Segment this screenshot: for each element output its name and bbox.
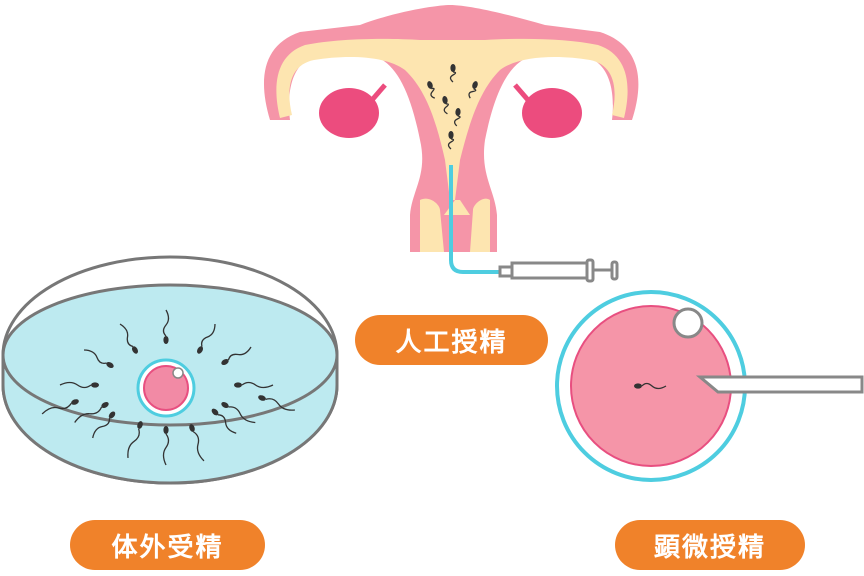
sperm-icon xyxy=(196,323,216,354)
sperm-icon xyxy=(221,346,252,366)
syringe-icon xyxy=(498,258,619,283)
sperm-icon xyxy=(119,323,139,354)
right-ovary xyxy=(522,88,582,138)
sperm-icon xyxy=(74,401,109,423)
left-ovary xyxy=(319,88,379,138)
sperm-icon xyxy=(634,382,667,390)
icsi-egg-illustration xyxy=(555,290,864,482)
sperm-icon xyxy=(211,408,237,434)
sperm-icon xyxy=(83,349,114,369)
sperm-icon xyxy=(447,131,455,150)
uterus-illustration xyxy=(263,5,639,283)
sperm-icon xyxy=(442,96,449,115)
catheter xyxy=(449,165,500,274)
petri-dish-illustration xyxy=(1,255,339,485)
sperm-icon xyxy=(189,424,205,462)
sperm-icon xyxy=(453,108,461,127)
sperm-icon xyxy=(468,81,478,99)
sperm-icon xyxy=(59,381,99,389)
sperm-icon xyxy=(427,81,436,99)
sperm-group xyxy=(41,64,667,466)
sperm-icon xyxy=(234,381,274,389)
cervix-canal xyxy=(420,198,490,252)
label-icsi: 顕微授精 xyxy=(615,520,805,570)
sperm-icon xyxy=(162,426,170,466)
micropipette xyxy=(695,375,864,394)
label-artificial-insemination: 人工授精 xyxy=(355,315,548,365)
sperm-icon xyxy=(162,309,170,344)
label-ivf: 体外受精 xyxy=(70,520,265,570)
sperm-icon xyxy=(221,401,256,424)
sperm-icon xyxy=(127,421,143,458)
sperm-icon xyxy=(449,64,457,83)
sperm-icon xyxy=(41,399,79,415)
sperm-icon xyxy=(258,395,295,411)
fallopian-tubes xyxy=(276,38,628,201)
sperm-icon xyxy=(92,411,116,439)
